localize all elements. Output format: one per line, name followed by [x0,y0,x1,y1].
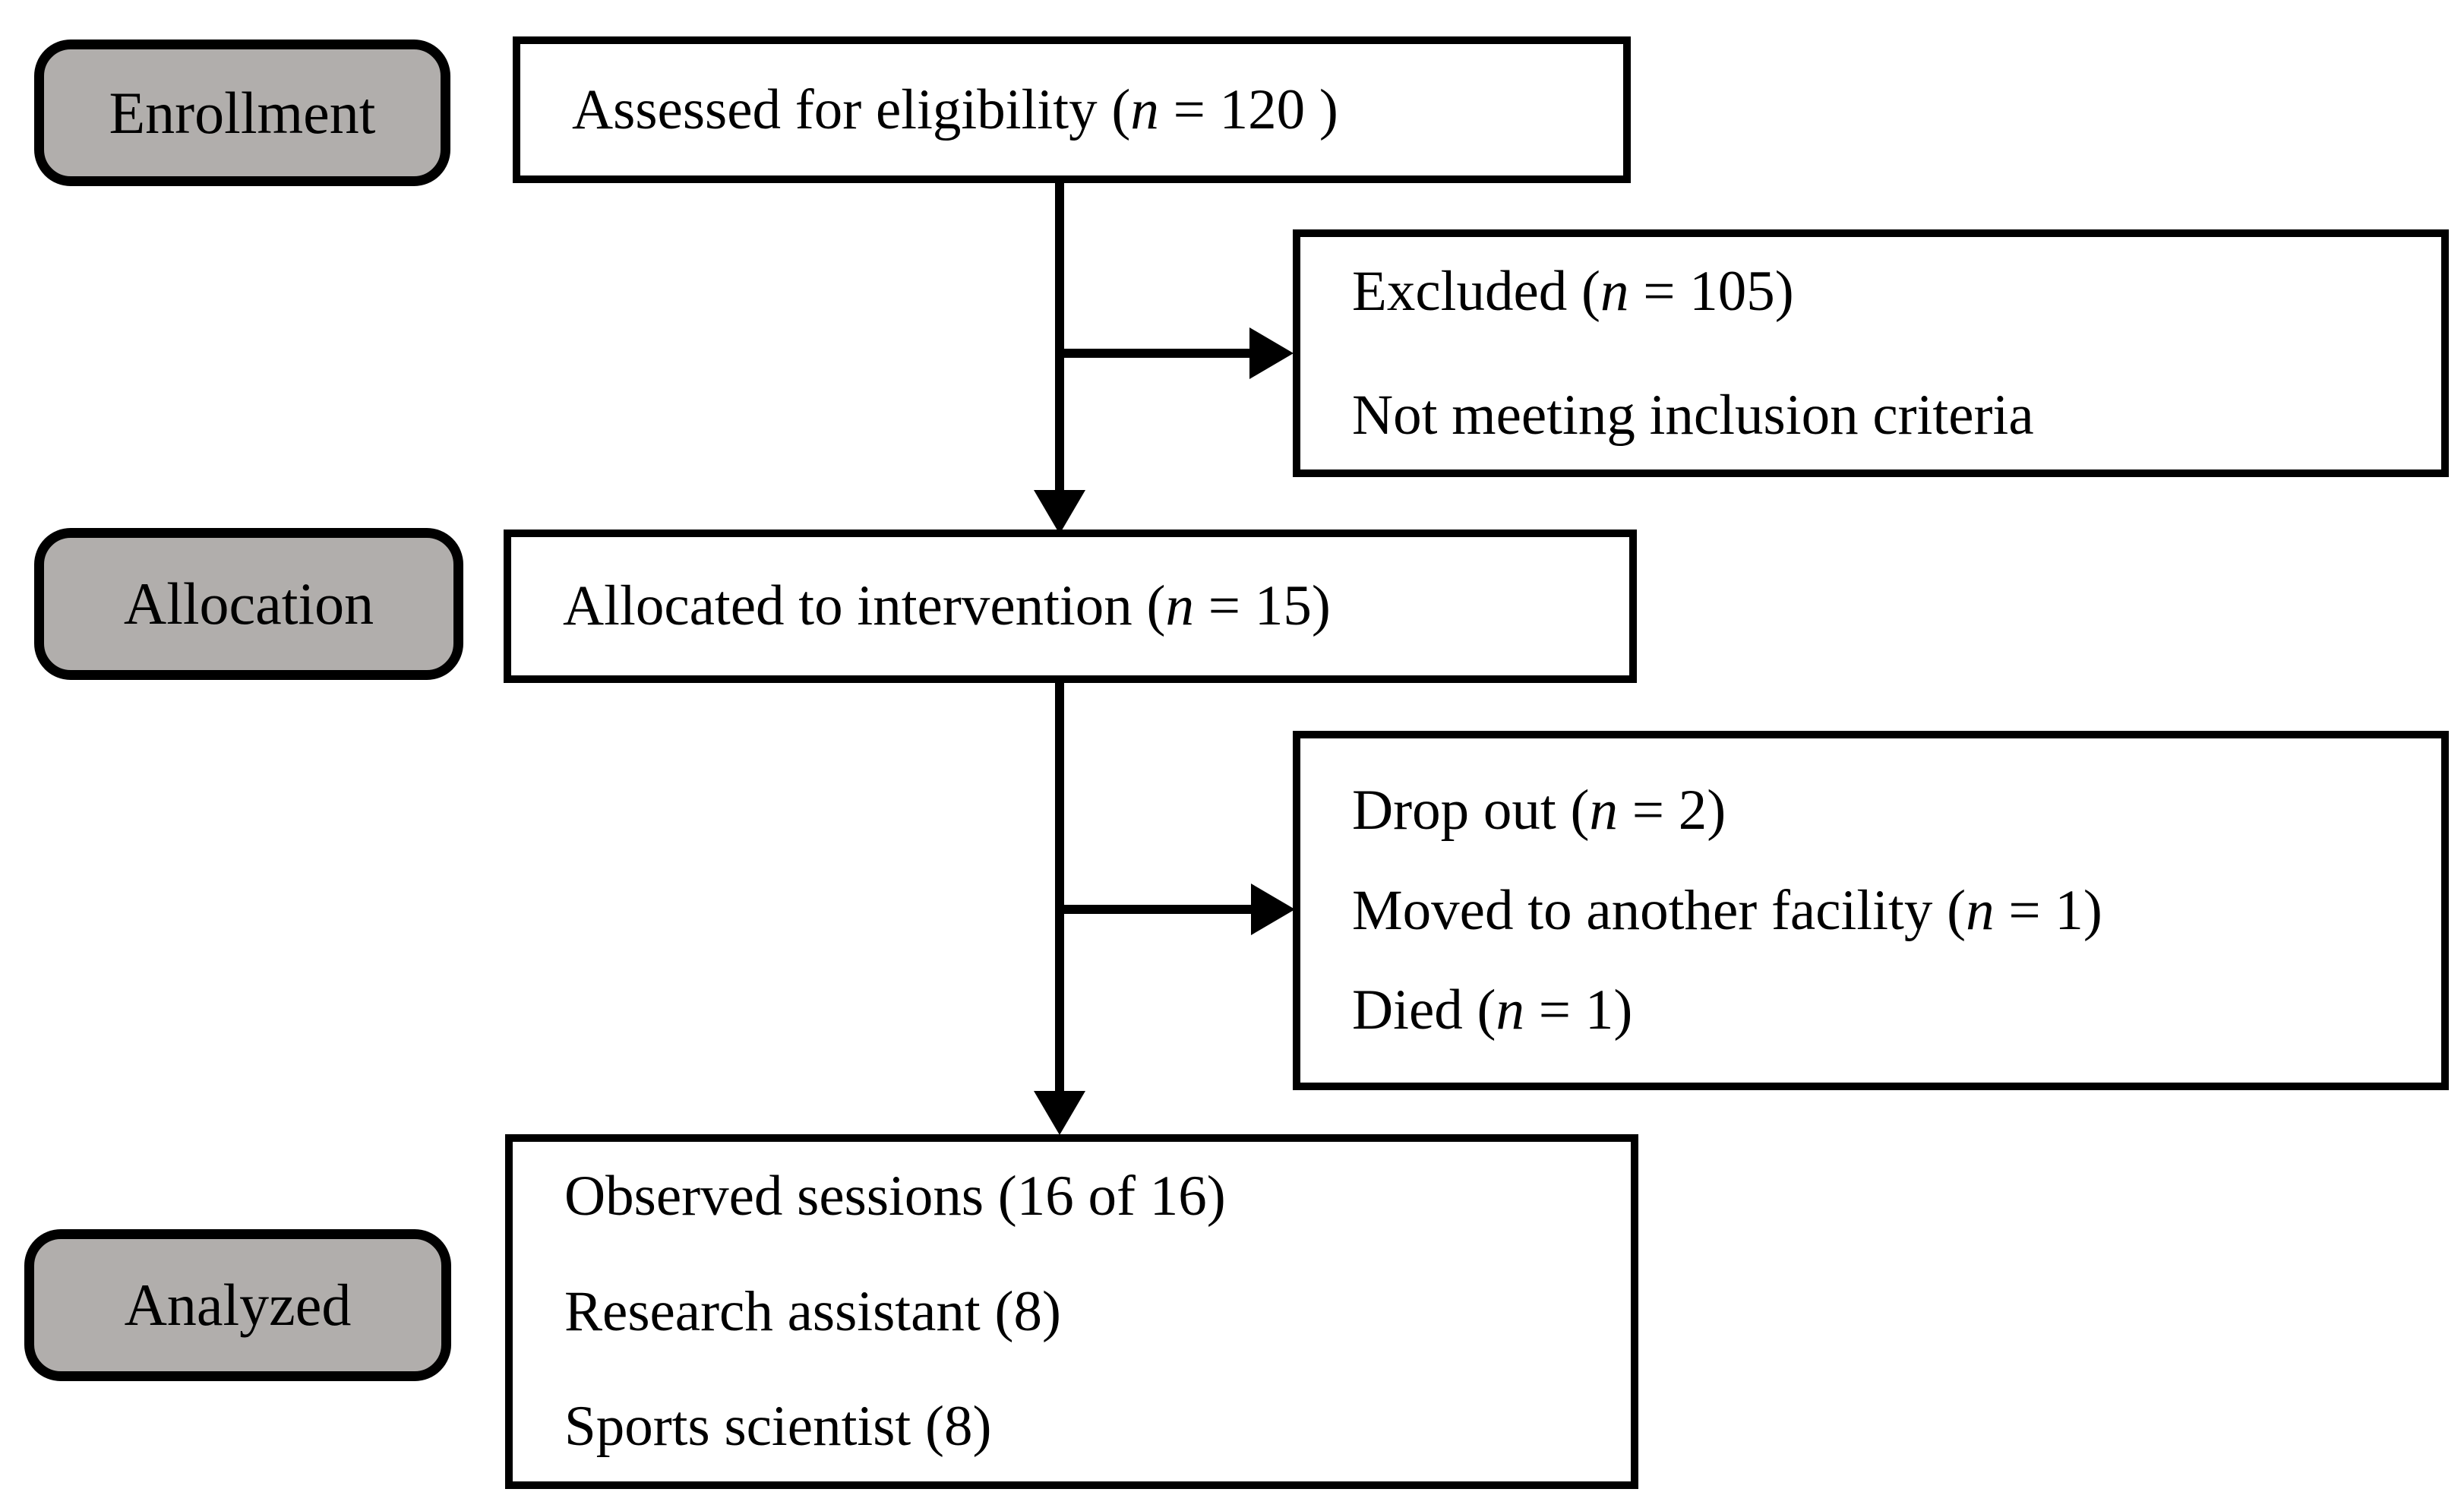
flow-box-observed: Observed sessions (16 of 16) Research as… [505,1134,1638,1489]
box-line: Excluded (n = 105) [1352,259,1794,323]
arrowhead-down [1034,490,1085,534]
stage-label-allocation: Allocation [123,571,374,637]
box-line: Observed sessions (16 of 16) [564,1165,1226,1228]
box-line: Not meeting inclusion criteria [1352,384,2034,447]
stage-box-enrollment: Enrollment [34,40,450,186]
box-line: Research assistant (8) [564,1279,1061,1343]
branch-line-to-excluded [1060,349,1251,358]
arrowhead-down [1034,1091,1085,1135]
arrowhead-right [1249,327,1294,379]
arrowhead-right [1251,884,1295,935]
flow-box-excluded: Excluded (n = 105) Not meeting inclusion… [1293,229,2449,477]
box-line: Sports scientist (8) [564,1395,992,1459]
stage-box-allocation: Allocation [34,528,463,680]
flow-line-assessed-to-allocated [1055,183,1064,493]
flow-line-allocated-to-observed [1055,683,1064,1092]
box-line: Moved to another facility (n = 1) [1352,878,2102,942]
flow-box-assessed: Assessed for eligibility (n = 120 ) [513,36,1631,183]
box-line: Died (n = 1) [1352,978,1633,1042]
box-line: Drop out (n = 2) [1352,779,1726,843]
box-line: Allocated to intervention (n = 15) [563,574,1331,638]
stage-box-analyzed: Analyzed [24,1229,451,1381]
flow-box-allocated: Allocated to intervention (n = 15) [504,530,1637,683]
stage-label-enrollment: Enrollment [109,79,376,146]
branch-line-to-dropout [1060,905,1251,914]
box-line: Assessed for eligibility (n = 120 ) [572,77,1338,141]
flow-box-dropout: Drop out (n = 2) Moved to another facili… [1293,731,2449,1090]
stage-label-analyzed: Analyzed [124,1272,352,1338]
